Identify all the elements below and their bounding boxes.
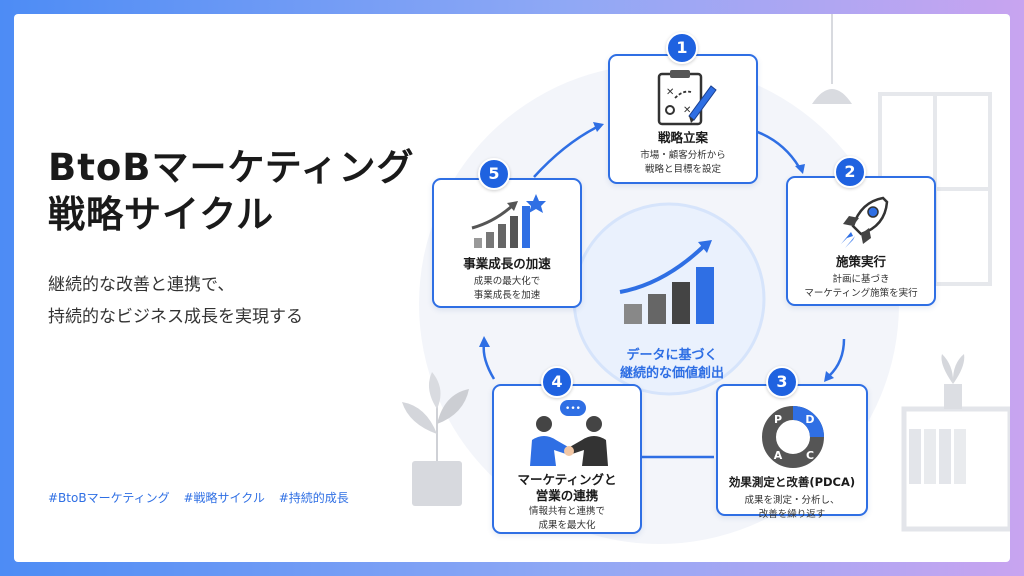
hashtag: #持続的成長 xyxy=(278,491,349,505)
step-card-2: 施策実行 計画に基づき マーケティング施策を実行 xyxy=(786,176,936,306)
step-title: 戦略立案 xyxy=(657,130,708,145)
pdca-cycle-icon: P D C A xyxy=(762,406,824,468)
plant-decor xyxy=(402,372,469,506)
hashtag: #BtoBマーケティング xyxy=(48,491,170,505)
step-card-3: P D C A 効果測定と改善(PDCA) 成果を測定・分析し、 xyxy=(716,384,868,516)
step-desc-line-1: 成果を測定・分析し、 xyxy=(744,495,840,506)
pdca-label: P xyxy=(774,413,782,426)
step-3-desc-line-2: 改善を繰り返す xyxy=(758,509,826,520)
center-caption-line-1: データに基づく xyxy=(626,348,718,363)
svg-text:•••: ••• xyxy=(565,404,581,414)
pdca-label: C xyxy=(806,449,814,462)
step-title-line-1: マーケティングと xyxy=(517,472,617,487)
step-title: 効果測定と改善(PDCA) xyxy=(728,475,856,489)
step-desc-line-1: 情報共有と連携で xyxy=(528,506,605,517)
subtitle-line-2: 持続的なビジネス成長を実現する xyxy=(48,307,303,327)
step-number-badge-1: 1 xyxy=(666,32,698,64)
clipboard-strategy-icon: ✕ ✕ xyxy=(657,70,717,126)
center-bar-chart xyxy=(619,240,714,324)
hashtag: #戦略サイクル xyxy=(183,491,265,505)
hashtag-list: #BtoBマーケティング #戦略サイクル #持続的成長 xyxy=(48,489,359,506)
step-desc-line-1: 成果の最大化で xyxy=(473,276,541,287)
step-desc-line-1: 計画に基づき xyxy=(832,274,890,285)
center-caption: データに基づく 継続的な価値創出 xyxy=(612,347,732,383)
step-card-1: ✕ ✕ 戦略立案 市場・顧客分析から 戦略と目標を設定 xyxy=(608,54,758,184)
page-title: BtoBマーケティング 戦略サイクル xyxy=(48,144,415,238)
rocket-icon xyxy=(841,196,889,248)
pdca-label: D xyxy=(805,413,814,426)
pdca-label: A xyxy=(774,449,783,462)
step-number-badge-4: 4 xyxy=(541,366,573,398)
step-desc-line-1: 市場・顧客分析から xyxy=(640,150,726,161)
step-title-line-2: 営業の連携 xyxy=(535,488,599,503)
growth-chart-icon xyxy=(471,194,546,248)
slide-canvas: BtoBマーケティング 戦略サイクル 継続的な改善と連携で、 持続的なビジネス成… xyxy=(14,14,1010,562)
step-number-badge-2: 2 xyxy=(834,156,866,188)
title-line-1: BtoBマーケティング xyxy=(48,146,415,189)
shelf-decor xyxy=(901,354,1010,532)
subtitle-line-1: 継続的な改善と連携で、 xyxy=(48,275,235,295)
step-desc-line-2: 事業成長を加速 xyxy=(473,290,541,301)
center-caption-line-2: 継続的な価値創出 xyxy=(619,366,724,381)
title-line-2: 戦略サイクル xyxy=(48,193,275,236)
page-subtitle: 継続的な改善と連携で、 持続的なビジネス成長を実現する xyxy=(48,269,303,333)
step-card-4: ••• マーケティングと 営業の連携 情報共有と連携で 成果を最大化 xyxy=(492,384,642,534)
step-number-badge-5: 5 xyxy=(478,158,510,190)
svg-text:✕: ✕ xyxy=(683,105,691,116)
step-title: 事業成長の加速 xyxy=(463,256,551,271)
step-title: 施策実行 xyxy=(835,254,886,269)
step-desc-line-2: 成果を最大化 xyxy=(538,520,596,531)
svg-text:✕: ✕ xyxy=(666,87,674,98)
step-number-badge-3: 3 xyxy=(766,366,798,398)
step-desc-line-2: 戦略と目標を設定 xyxy=(644,164,721,175)
handshake-icon: ••• xyxy=(530,400,608,466)
step-card-5: 事業成長の加速 成果の最大化で 事業成長を加速 xyxy=(432,178,582,308)
lamp-decor xyxy=(812,14,852,104)
step-desc-line-2: マーケティング施策を実行 xyxy=(804,288,918,299)
